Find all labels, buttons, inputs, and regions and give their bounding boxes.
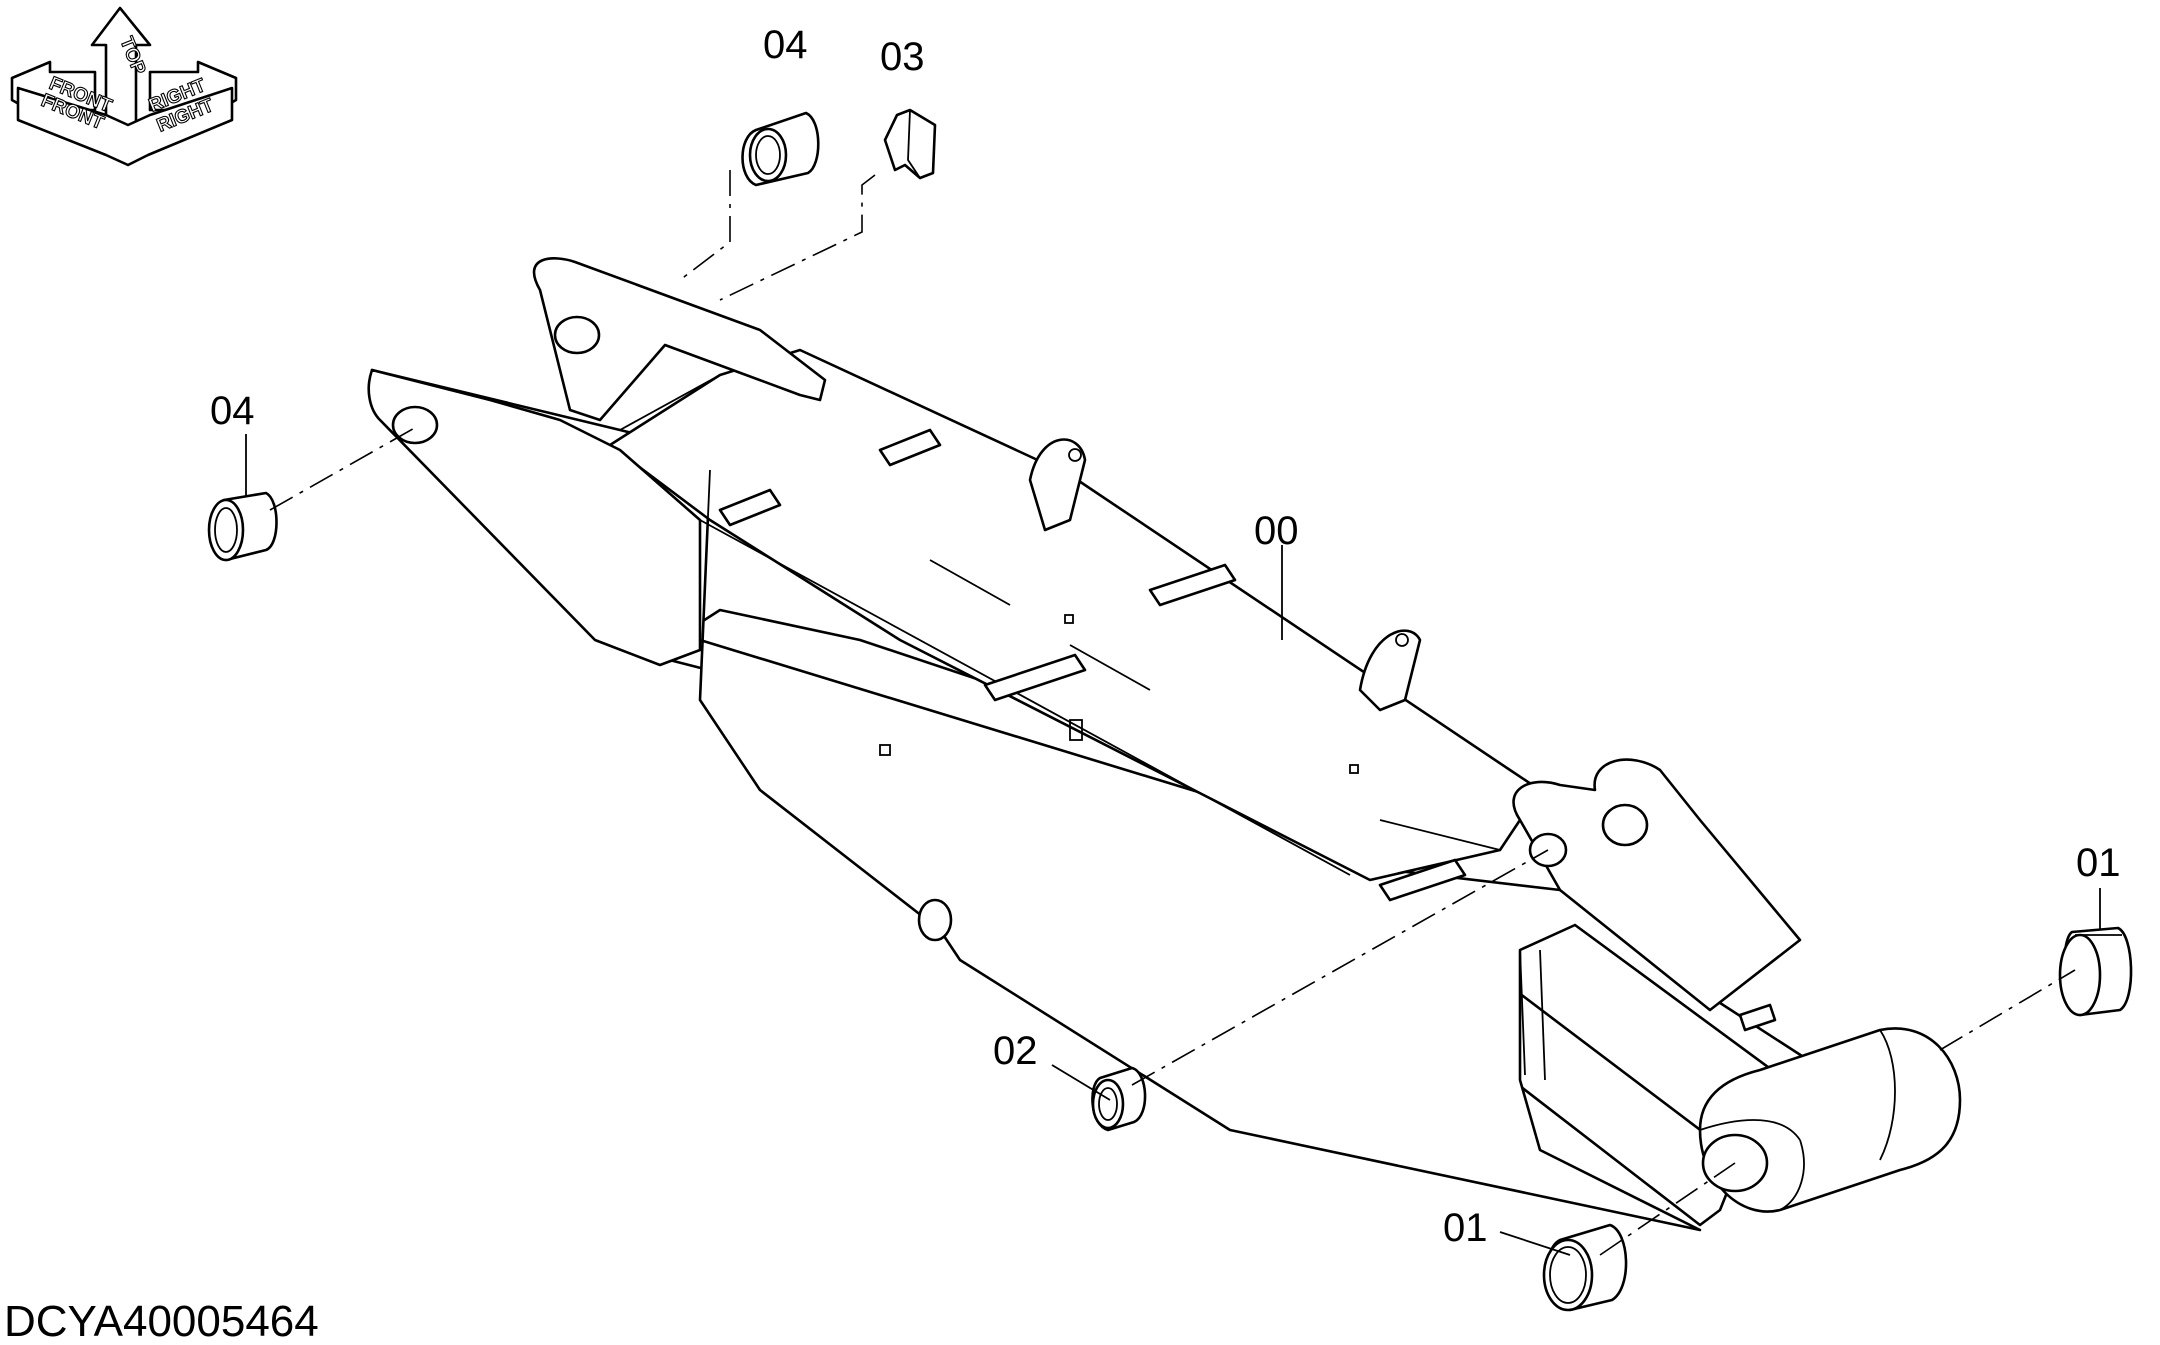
part-04-side-bushing (207, 491, 278, 562)
drawing-code: DCYA40005464 (4, 1297, 319, 1345)
boom-front-lug (1512, 758, 1802, 1012)
callout-04-top: 04 (763, 23, 808, 67)
callout-01-lower: 01 (1443, 1206, 1488, 1250)
part-01-lower-bushing (1542, 1223, 1628, 1312)
assembly-center-lines (269, 170, 2076, 1256)
callout-leaders (245, 434, 2101, 1256)
boom-rear-lower-body (367, 368, 702, 667)
top-lug-rear (1028, 438, 1087, 532)
top-bracket-rear-2 (878, 428, 942, 467)
callout-04-side: 04 (210, 389, 255, 433)
callout-labels: 04 03 04 00 01 02 01 (210, 23, 2121, 1250)
orientation-indicator: FRONT FRONT TOP RIGHT RIGHT (10, 6, 238, 167)
callout-03: 03 (880, 35, 925, 79)
boom-rear-upper-lug (532, 257, 827, 422)
top-bracket-rear-1 (718, 488, 782, 527)
callout-00: 00 (1254, 509, 1299, 553)
side-web-hole (917, 898, 953, 942)
top-bracket-front (1378, 858, 1467, 902)
part-02-ring (1091, 1066, 1147, 1132)
boom-assembly (367, 257, 1962, 1232)
part-04-upper-bushing (741, 111, 820, 187)
top-bracket-mid-2 (1148, 563, 1237, 607)
lower-lug-tab (1738, 1003, 1777, 1032)
front-lug-hole-upper (1601, 803, 1649, 847)
part-01-right-bushing (2058, 926, 2133, 1017)
rear-pin-hole-lower (391, 405, 439, 445)
top-lug-front (1358, 629, 1422, 712)
callout-01-right: 01 (2076, 841, 2121, 885)
top-bracket-mid-1 (983, 653, 1087, 702)
callout-02: 02 (993, 1029, 1038, 1073)
rear-pin-hole-upper (553, 315, 601, 355)
part-03-clip (883, 108, 937, 180)
